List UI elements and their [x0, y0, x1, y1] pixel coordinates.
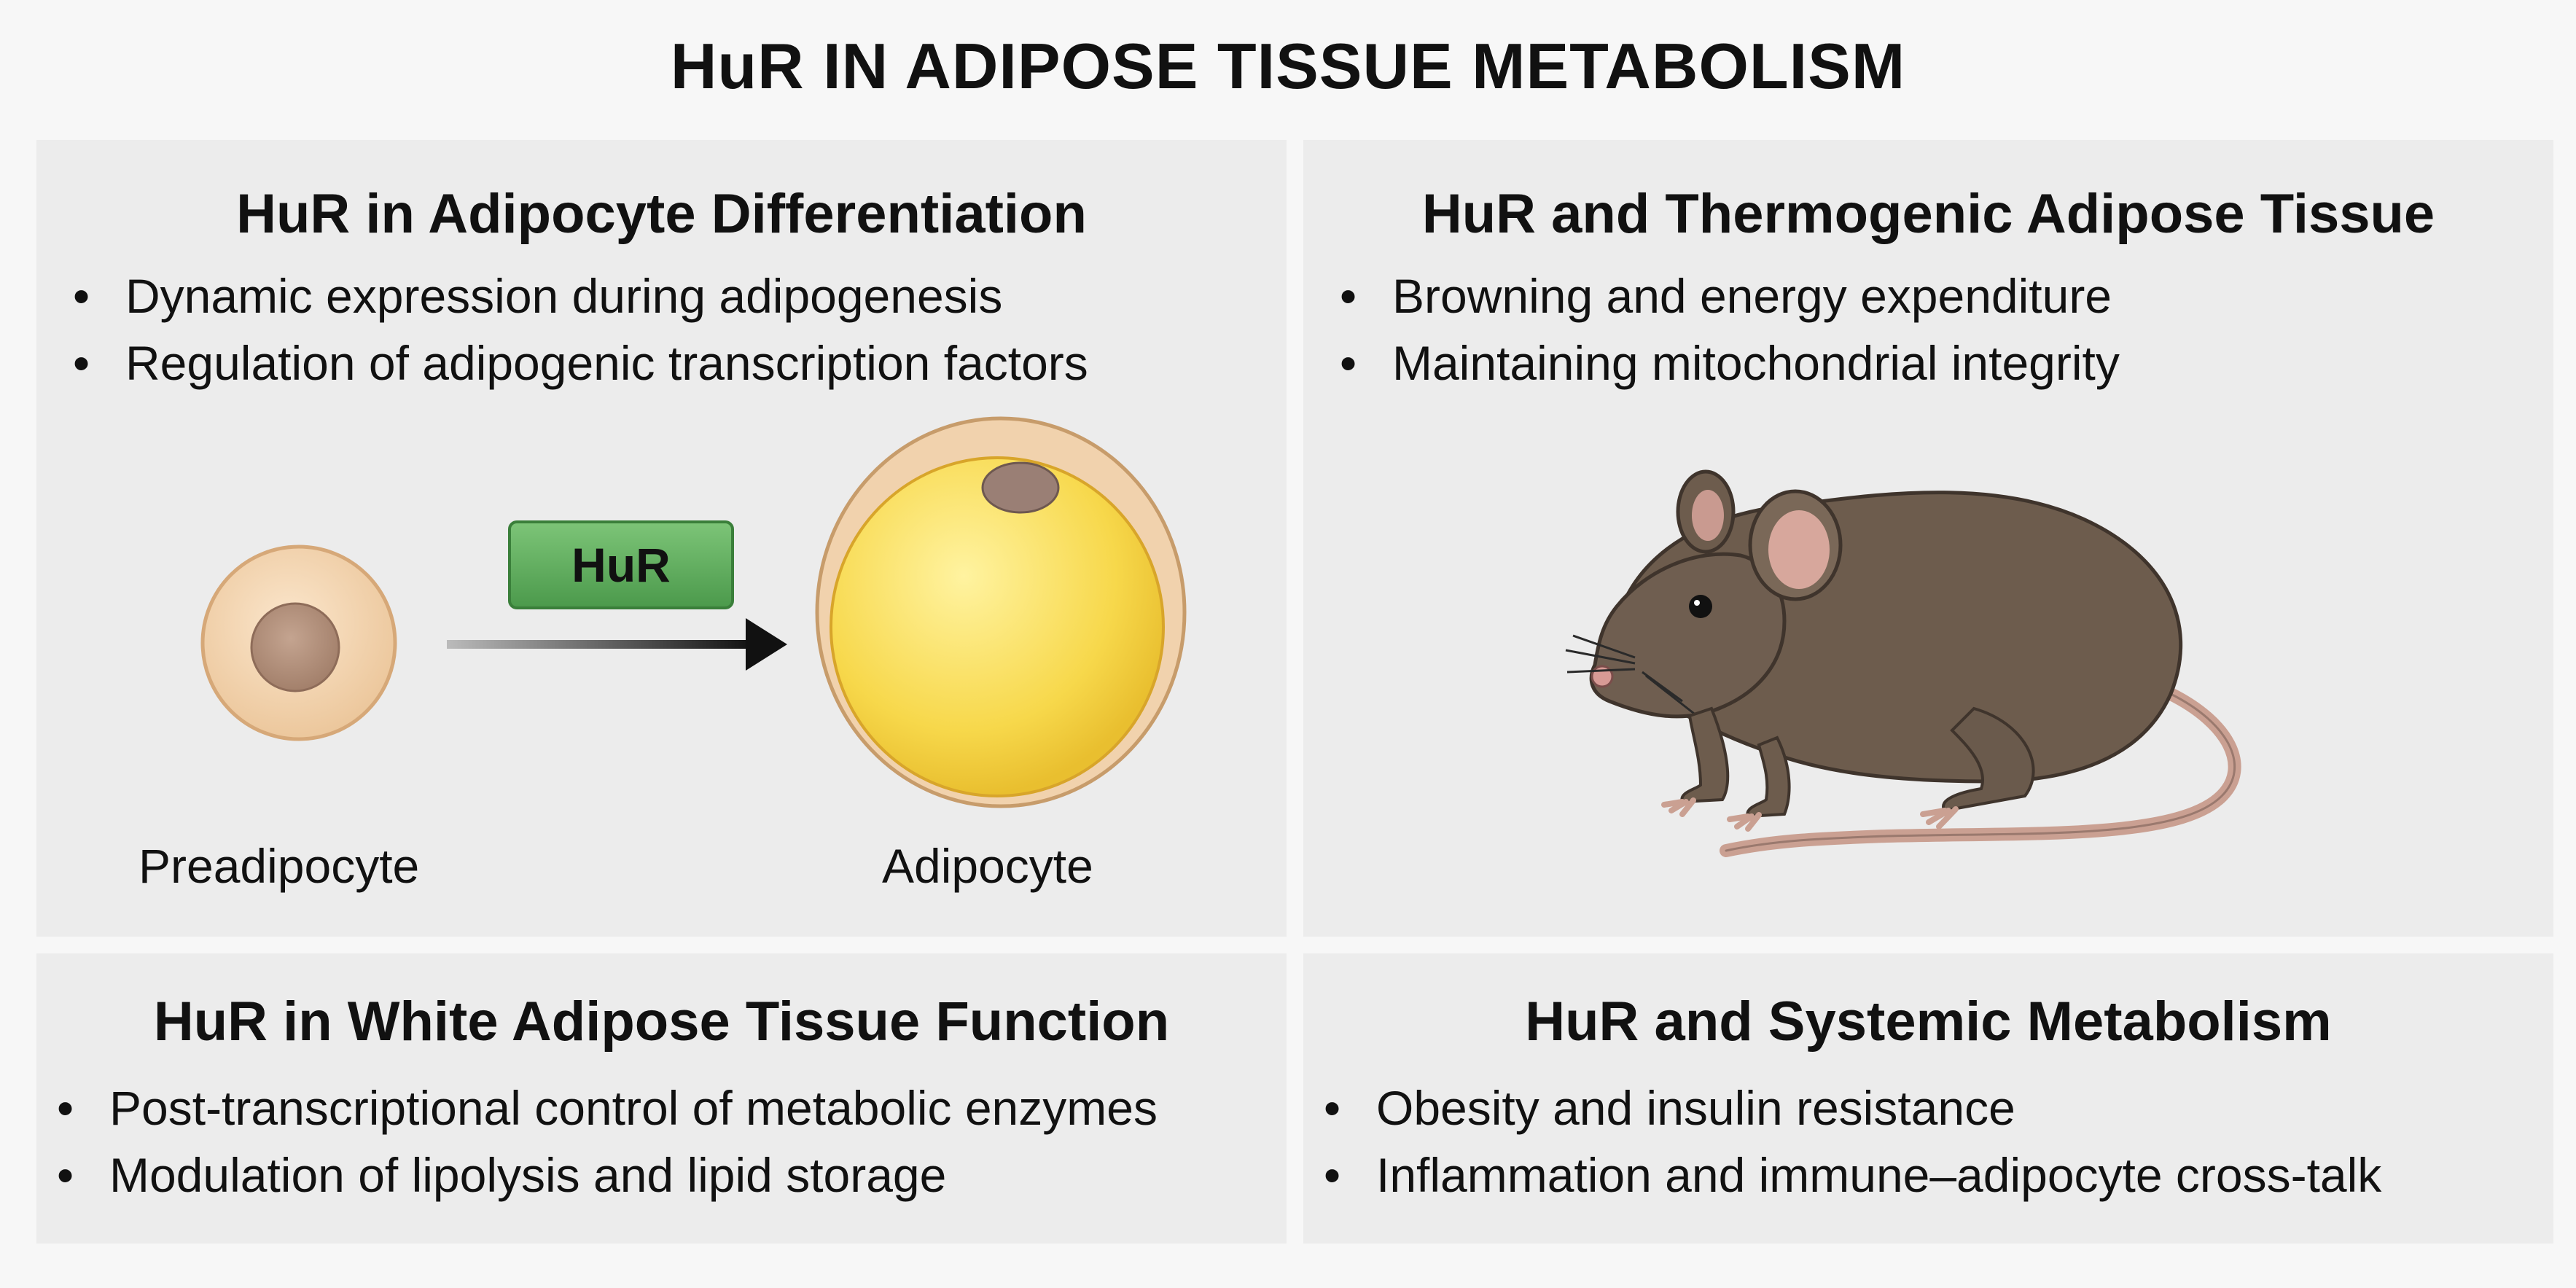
bullet-item: Regulation of adipogenic transcription f…: [63, 329, 1088, 397]
panel-systemic-metabolism: HuR and Systemic Metabolism Obesity and …: [1303, 953, 2553, 1244]
bullet-item: Post-transcriptional control of metaboli…: [47, 1074, 1158, 1141]
panel-title: HuR in White Adipose Tissue Function: [153, 991, 1170, 1053]
mouse-illustration: [1565, 469, 2241, 857]
mouse-icon: [1565, 469, 2241, 857]
panel-white-adipose-tissue: HuR in White Adipose Tissue Function Pos…: [36, 953, 1287, 1244]
preadipocyte-label: Preadipocyte: [138, 839, 420, 893]
bullet-list: Post-transcriptional control of metaboli…: [47, 1074, 1158, 1209]
bullet-item: Maintaining mitochondrial integrity: [1330, 329, 2120, 397]
page-title: HuR IN ADIPOSE TISSUE METABOLISM: [670, 30, 1906, 102]
bullet-item: Dynamic expression during adipogenesis: [63, 262, 1088, 329]
bullet-list: Browning and energy expenditure Maintain…: [1330, 262, 2120, 397]
bullet-item: Inflammation and immune–adipocyte cross-…: [1314, 1141, 2381, 1209]
bullet-item: Obesity and insulin resistance: [1314, 1074, 2381, 1141]
preadipocyte-cell: [200, 545, 397, 741]
adipocyte-label: Adipocyte: [882, 839, 1093, 893]
bullet-list: Dynamic expression during adipogenesis R…: [63, 262, 1088, 397]
panel-title: HuR and Systemic Metabolism: [1525, 991, 2332, 1053]
bullet-list: Obesity and insulin resistance Inflammat…: [1314, 1074, 2381, 1209]
differentiation-illustration: [200, 416, 1187, 808]
hur-label-box: HuR: [508, 520, 734, 609]
panel-title: HuR and Thermogenic Adipose Tissue: [1421, 183, 2435, 245]
bullet-item: Browning and energy expenditure: [1330, 262, 2120, 329]
panel-adipocyte-differentiation: HuR in Adipocyte Differentiation Dynamic…: [36, 140, 1287, 937]
bullet-item: Modulation of lipolysis and lipid storag…: [47, 1141, 1158, 1209]
differentiation-arrow: [447, 618, 787, 671]
panel-title: HuR in Adipocyte Differentiation: [236, 183, 1087, 245]
panel-thermogenic-tissue: HuR and Thermogenic Adipose Tissue Brown…: [1303, 140, 2553, 937]
adipocyte-cell: [815, 416, 1187, 808]
